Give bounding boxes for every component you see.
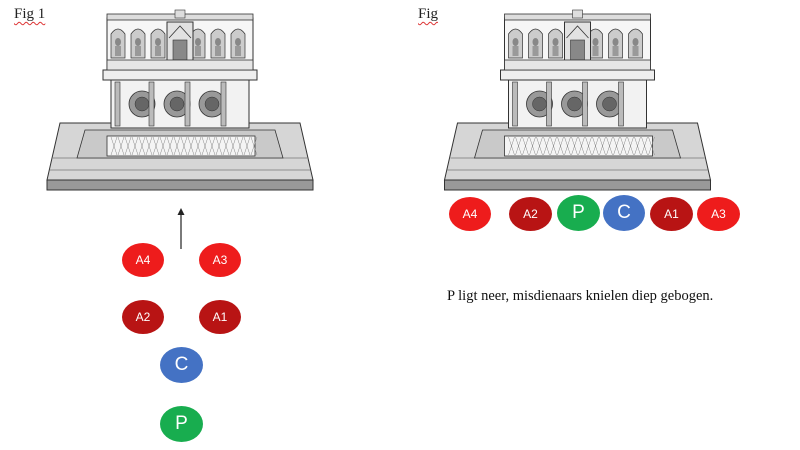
marker-c: C [160, 347, 203, 383]
marker-label-a1: A1 [213, 310, 228, 324]
marker-label-a1: A1 [664, 207, 679, 221]
altar-illustration-right [440, 8, 715, 193]
marker-label-c: C [617, 202, 631, 224]
marker-c: C [603, 195, 645, 231]
caption-text: P ligt neer, misdienaars knielen diep ge… [447, 288, 713, 305]
marker-a2: A2 [122, 300, 164, 334]
marker-a3: A3 [199, 243, 241, 277]
altar-illustration-left [45, 8, 315, 193]
figure-2-label: Fig [418, 6, 438, 23]
direction-arrow [175, 208, 187, 250]
marker-label-a2: A2 [523, 207, 538, 221]
marker-a2: A2 [509, 197, 552, 231]
marker-label-a4: A4 [136, 253, 151, 267]
marker-label-c: C [175, 354, 189, 376]
marker-a1: A1 [650, 197, 693, 231]
marker-label-a4: A4 [463, 207, 478, 221]
marker-a3: A3 [697, 197, 740, 231]
marker-label-a3: A3 [711, 207, 726, 221]
marker-p: P [160, 406, 203, 442]
marker-label-a2: A2 [136, 310, 151, 324]
marker-a1: A1 [199, 300, 241, 334]
figure-1-label: Fig 1 [14, 6, 45, 23]
marker-a4: A4 [449, 197, 491, 231]
marker-label-p: P [572, 202, 585, 224]
marker-label-p: P [175, 413, 188, 435]
marker-a4: A4 [122, 243, 164, 277]
marker-p: P [557, 195, 600, 231]
marker-label-a3: A3 [213, 253, 228, 267]
